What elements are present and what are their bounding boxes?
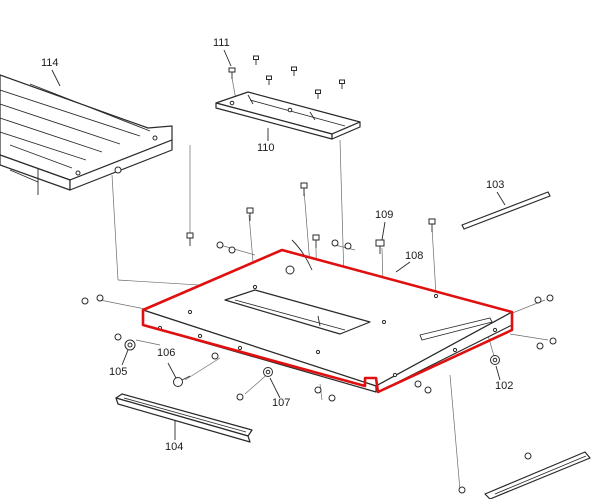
- callout-104: 104: [165, 441, 184, 453]
- screw-group-111: [228, 55, 345, 99]
- part-106-bolt: [173, 375, 191, 387]
- callout-leaders: [51, 49, 506, 440]
- part-104-rail: [115, 393, 253, 443]
- part-107-nut: [263, 367, 273, 377]
- callout-108: 108: [405, 250, 424, 262]
- part-rail-bottom-right: [484, 451, 591, 499]
- plate-screws: [186, 182, 436, 254]
- part-110-mounting-bracket: [215, 91, 361, 140]
- part-114-slatted-tray: [0, 74, 173, 195]
- callout-103: 103: [486, 179, 505, 191]
- part-108-base-plate: [141, 239, 514, 394]
- callout-105: 105: [109, 366, 128, 378]
- callout-111: 111: [213, 37, 230, 49]
- side-hardware: [81, 239, 557, 494]
- callout-102: 102: [495, 380, 514, 392]
- callout-114: 114: [41, 57, 59, 69]
- part-102-nut: [490, 355, 500, 365]
- callout-109: 109: [375, 209, 394, 221]
- callout-110: 110: [257, 142, 275, 154]
- part-105-nut: [124, 339, 136, 351]
- callout-106: 106: [157, 347, 176, 359]
- part-103-strip: [461, 191, 551, 230]
- callout-107: 107: [272, 397, 291, 409]
